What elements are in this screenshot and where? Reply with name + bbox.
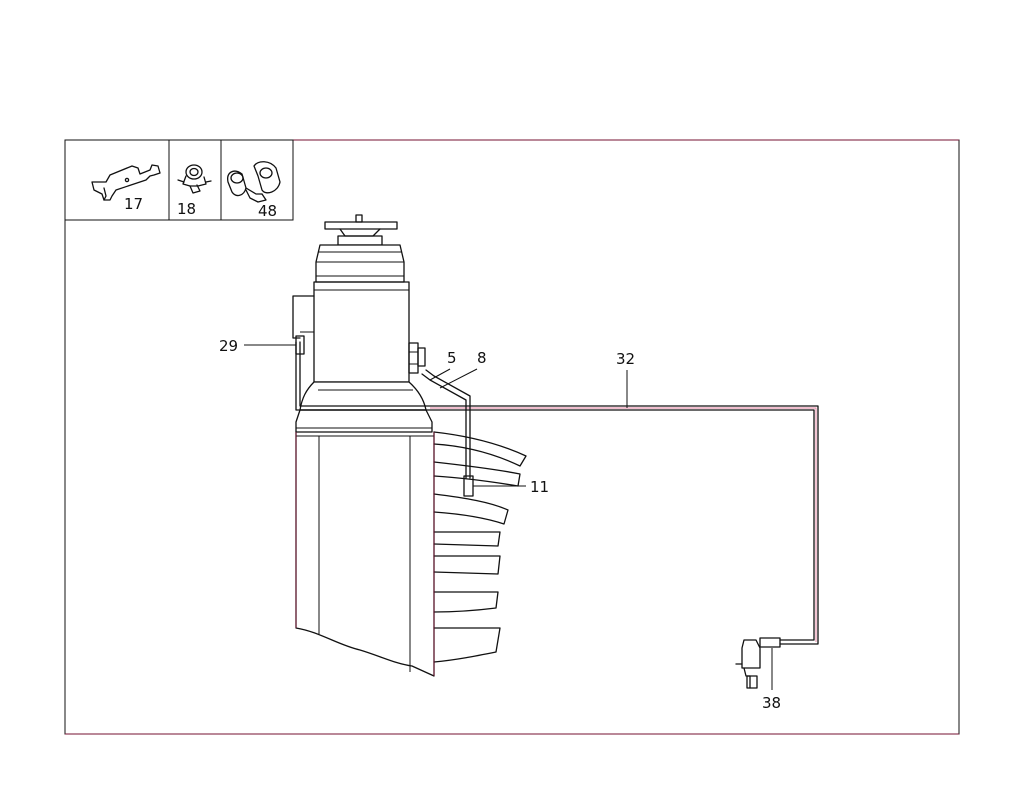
callout-29: 29 <box>219 337 238 355</box>
callout-38: 38 <box>762 694 781 712</box>
inset-parts-box <box>64 139 294 221</box>
hose-assembly <box>295 335 819 689</box>
inset-label-17: 17 <box>124 195 143 213</box>
callout-32: 32 <box>616 350 635 368</box>
diagram-frame <box>64 139 960 735</box>
main-assembly <box>292 214 527 677</box>
inset-label-18: 18 <box>177 200 196 218</box>
callout-11: 11 <box>530 478 549 496</box>
leader-lines <box>244 344 773 690</box>
callout-8: 8 <box>477 349 487 367</box>
callout-5: 5 <box>447 349 457 367</box>
double-clip-icon <box>227 161 281 203</box>
hose-clamp-icon <box>177 164 212 194</box>
bracket-icon <box>91 164 161 201</box>
inset-label-48: 48 <box>258 202 277 220</box>
